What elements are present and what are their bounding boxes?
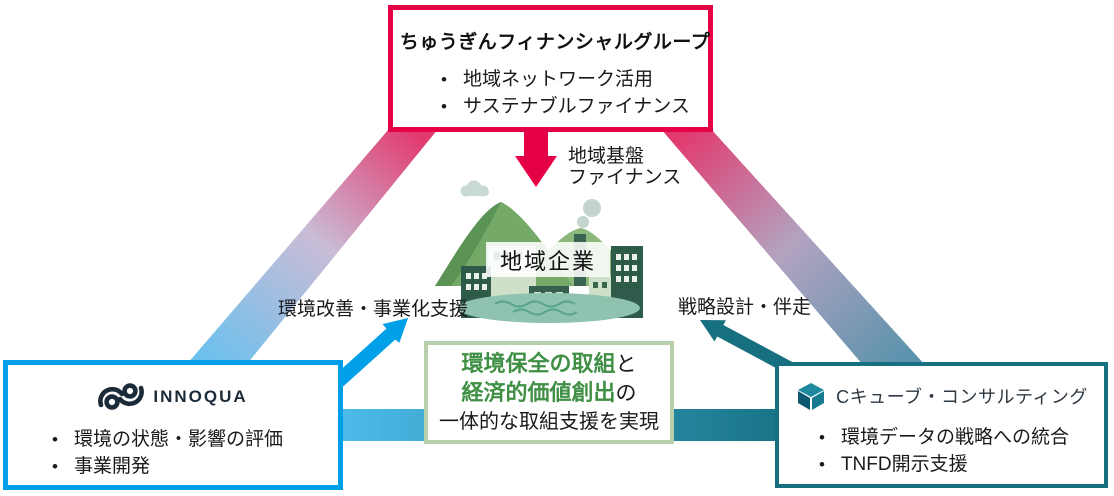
innoqua-bullet: 環境の状態・影響の評価 — [52, 426, 338, 453]
innoqua-logo-icon — [98, 383, 145, 410]
innoqua-card: INNOQUA 環境の状態・影響の評価 事業開発 — [3, 360, 343, 490]
chugin-card: ちゅうぎんフィナンシャルグループ 地域ネットワーク活用 サステナブルファイナンス — [388, 5, 713, 132]
water-icon — [458, 293, 640, 323]
gradient-band-left — [187, 129, 438, 364]
ccube-bullet: 環境データの戦略への統合 — [819, 424, 1104, 451]
ccube-brand-name: Cキューブ・コンサルティング — [836, 387, 1088, 407]
innoqua-brand-name: INNOQUA — [153, 387, 248, 406]
chugin-brand-name: ちゅうぎんフィナンシャルグループ — [399, 31, 711, 53]
goal-line-2: 経済的価値創出の — [461, 379, 637, 405]
chugin-bullet: 地域ネットワーク活用 — [441, 66, 708, 93]
cloud-icon — [460, 180, 489, 197]
finance-arrow-down-icon — [515, 128, 557, 187]
ccube-bullet: TNFD開示支援 — [819, 451, 1104, 478]
goal-line-1: 環境保全の取組と — [461, 350, 637, 376]
ccube-logo-icon — [798, 383, 825, 410]
goal-card: 環境保全の取組と 経済的価値創出の 一体的な取組支援を実現 — [424, 341, 674, 444]
innoqua-bullet: 事業開発 — [52, 453, 338, 480]
support-arrow-label: 環境改善・事業化支援 — [278, 299, 469, 320]
ccube-card: Cキューブ・コンサルティング 環境データの戦略への統合 TNFD開示支援 — [775, 362, 1108, 488]
goal-line-3: 一体的な取組支援を実現 — [439, 410, 659, 433]
local-companies-label: 地域企業 — [486, 242, 610, 277]
strategy-arrow-label: 戦略設計・伴走 — [678, 297, 812, 318]
finance-arrow-label: 地域基盤 ファイナンス — [568, 146, 682, 188]
gradient-band-right — [661, 129, 925, 365]
chugin-bullet: サステナブルファイナンス — [441, 93, 708, 120]
